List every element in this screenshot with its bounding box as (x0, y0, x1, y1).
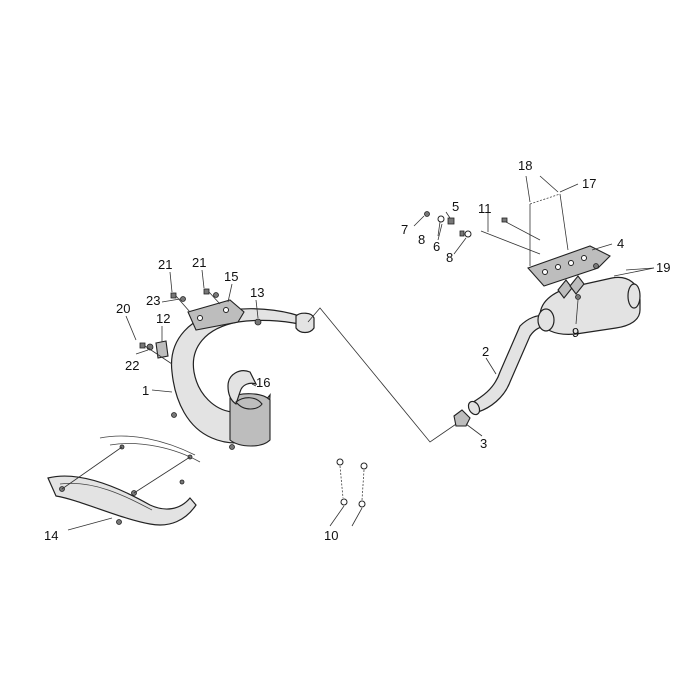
callout-13: 13 (250, 285, 264, 300)
callout-16: 16 (256, 375, 270, 390)
silencer-springs (529, 193, 569, 266)
silencer-bolt-set (424, 211, 599, 300)
callout-17: 17 (582, 176, 596, 191)
callout-3: 3 (480, 436, 487, 451)
callout-20: 20 (116, 301, 130, 316)
chamber-springs (336, 458, 368, 508)
bracket-hardware (139, 288, 262, 365)
heat-shield (47, 435, 201, 526)
pipe-clamp (453, 409, 471, 427)
chamber-bracket (187, 299, 245, 331)
callout-8b: 8 (446, 250, 453, 265)
callout-6: 6 (433, 239, 440, 254)
callout-21b: 21 (192, 255, 206, 270)
callout-19: 19 (656, 260, 670, 275)
callout-18: 18 (518, 158, 532, 173)
callout-labels: 1 2 3 4 5 6 7 8 8 9 10 11 12 13 14 15 16… (44, 158, 670, 543)
connection-leader (307, 307, 463, 443)
callout-7: 7 (401, 222, 408, 237)
tail-pipe (467, 314, 549, 416)
callout-9: 9 (572, 325, 579, 340)
callout-5: 5 (452, 199, 459, 214)
callout-1: 1 (142, 383, 149, 398)
callout-22: 22 (125, 358, 139, 373)
callout-11: 11 (478, 201, 492, 216)
callout-8a: 8 (418, 232, 425, 247)
silencer-bracket (527, 245, 611, 287)
callout-15: 15 (224, 269, 238, 284)
exhaust-mount-rubber (227, 370, 263, 410)
callout-12: 12 (156, 311, 170, 326)
callout-2: 2 (482, 344, 489, 359)
callout-14: 14 (44, 528, 58, 543)
silencer (537, 275, 641, 335)
callout-10: 10 (324, 528, 338, 543)
callout-4: 4 (617, 236, 624, 251)
callout-21a: 21 (158, 257, 172, 272)
callout-leaders (67, 175, 655, 531)
callout-23: 23 (146, 293, 160, 308)
